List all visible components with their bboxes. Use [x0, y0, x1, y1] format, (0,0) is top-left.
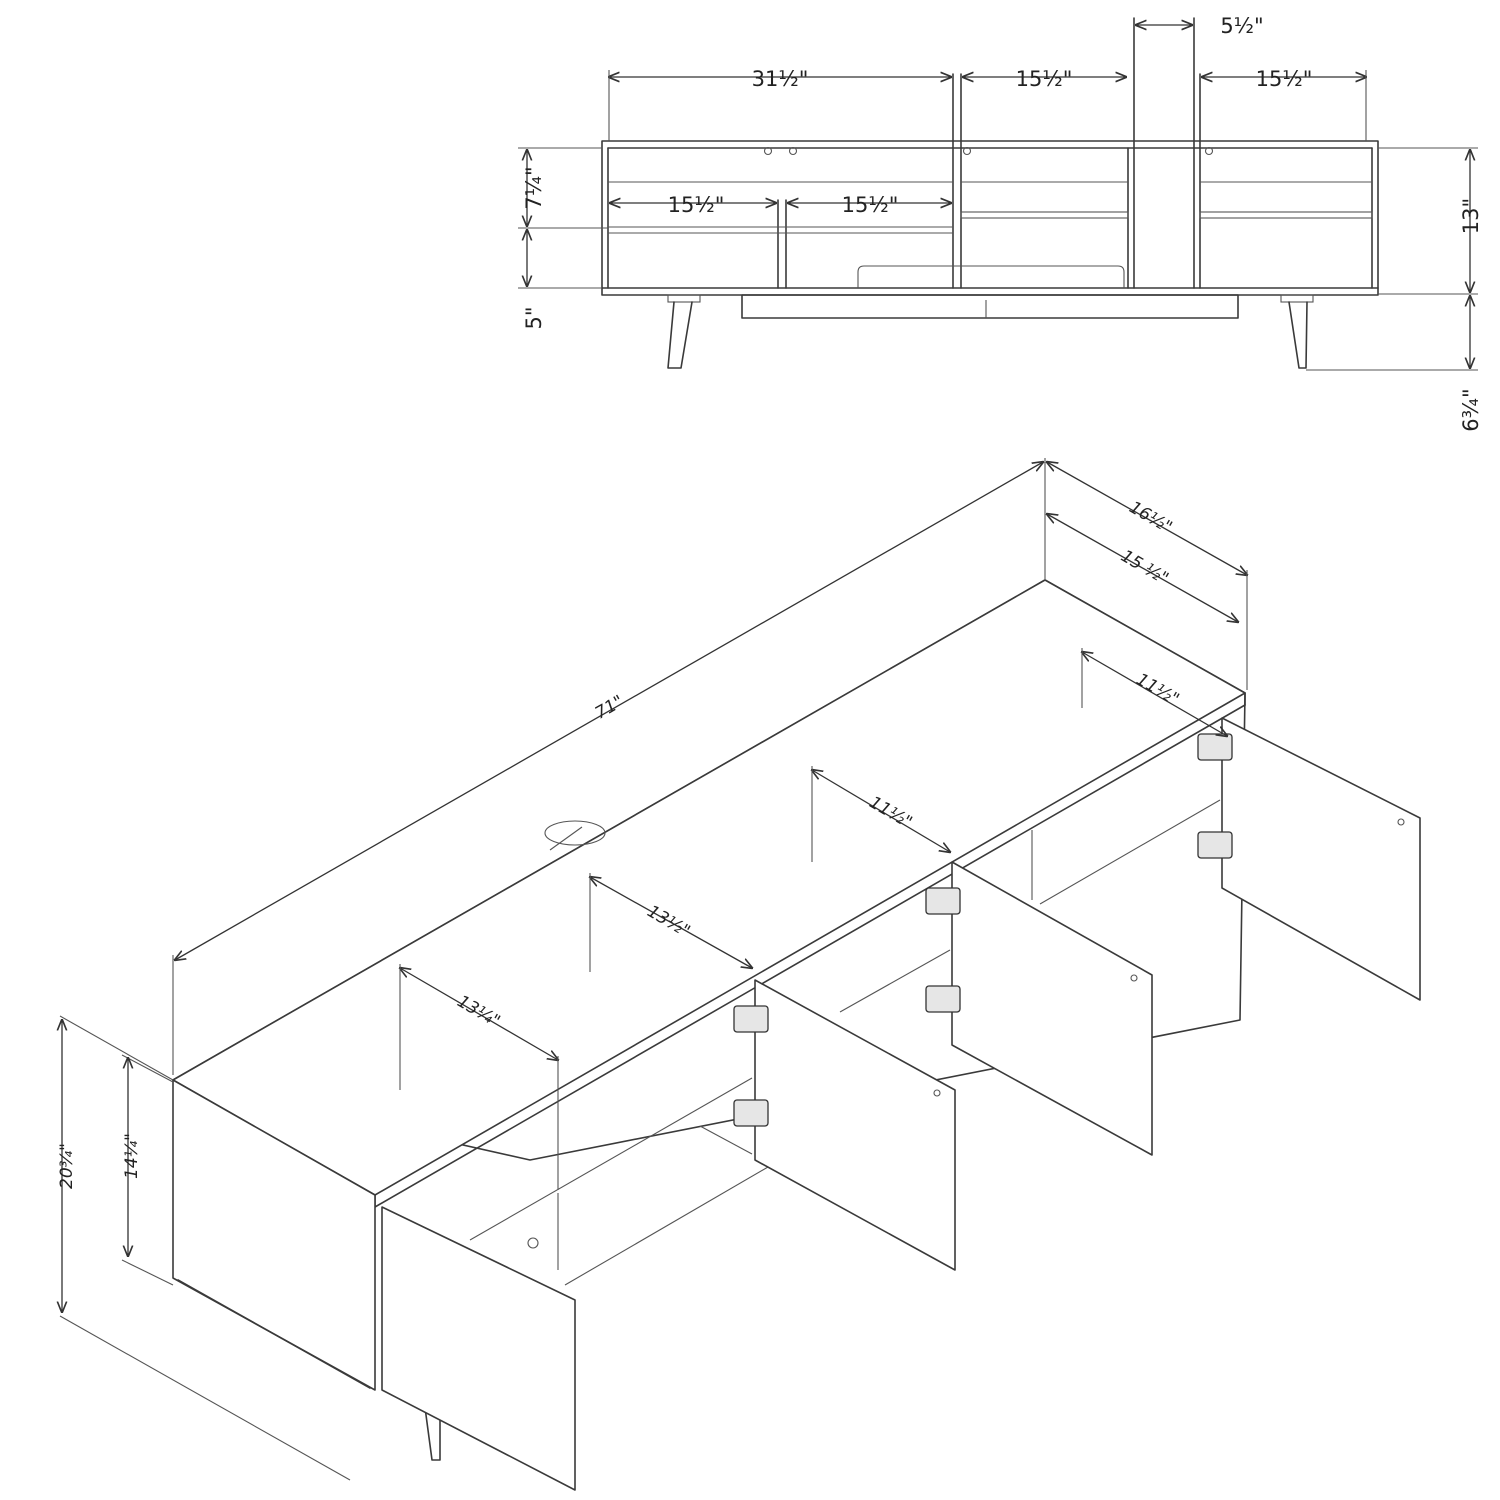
front-elevation-view: 31½" 15½" 15½" 5½" 15½" 15½" 7¼" 5" 13" …	[518, 14, 1483, 432]
dim-top-left-label: 31½"	[752, 67, 809, 91]
iso-dimension-lines	[60, 458, 1247, 1481]
dim-divider-label: 5½"	[1220, 14, 1263, 38]
dim-lower-height-label: 5"	[522, 306, 546, 329]
dim-leg-height-label: 6¾"	[1459, 388, 1483, 431]
dim-top-mid-label: 15½"	[1016, 67, 1073, 91]
dim-body-height-label: 13"	[1459, 198, 1483, 234]
dim-body-height-iso-label: 14¼"	[122, 1133, 142, 1179]
dim-depth-outer-label: 16½"	[1126, 498, 1176, 538]
dim-depth-inner-label: 15 ½"	[1117, 546, 1171, 589]
iso-doors	[381, 717, 1421, 1491]
front-dimension-labels: 31½" 15½" 15½" 5½" 15½" 15½" 7¼" 5" 13" …	[522, 14, 1483, 432]
dim-shelf-left-label: 15½"	[668, 193, 725, 217]
door-1	[381, 1206, 576, 1491]
door-4	[1221, 717, 1421, 1001]
front-cabinet-outline	[601, 17, 1379, 369]
dim-length-label: 71"	[592, 692, 628, 724]
dim-top-right-label: 15½"	[1256, 67, 1313, 91]
dim-shelf-right-label: 15½"	[842, 193, 899, 217]
dim-total-height-label: 20¾"	[57, 1143, 77, 1189]
isometric-view: 71" 16½" 15 ½" 11½" 11½" 13½" 13¼" 20¾" …	[57, 458, 1421, 1491]
front-dimension-lines	[518, 25, 1478, 371]
dim-upper-height-label: 7¼"	[522, 166, 546, 209]
